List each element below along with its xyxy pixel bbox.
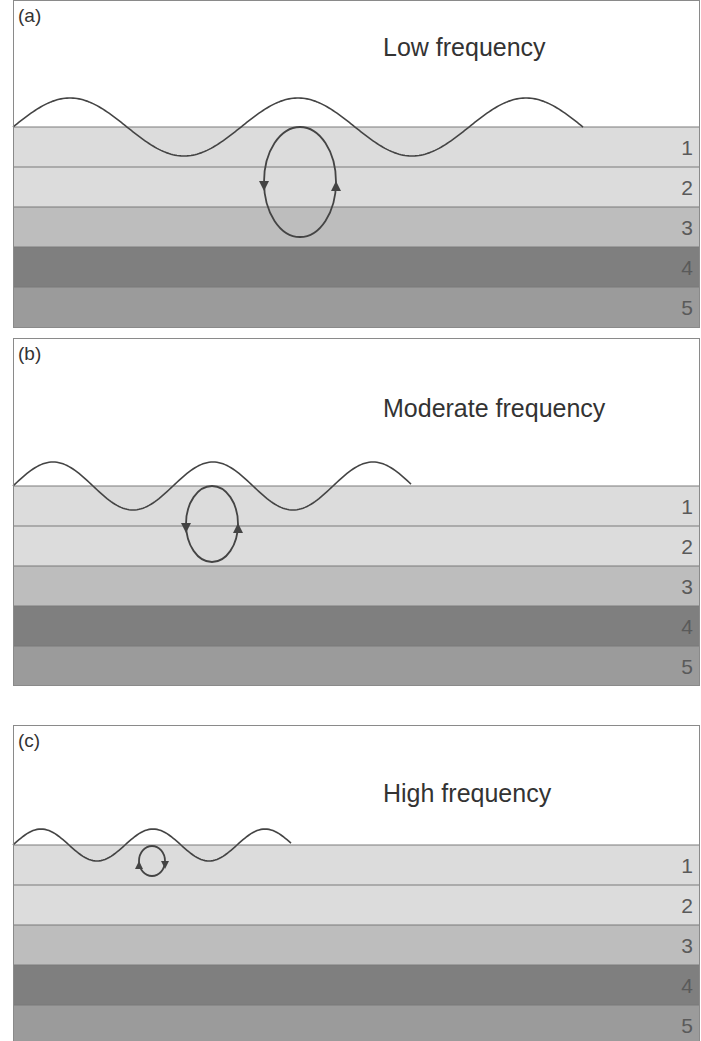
layer-fill — [13, 845, 700, 885]
soil-layer: 4 — [14, 247, 699, 287]
layer-fill — [13, 247, 700, 287]
soil-layer: 1 — [14, 486, 699, 526]
orbit-arrowhead — [331, 181, 341, 191]
layer-boundary — [13, 646, 700, 647]
soil-layer: 5 — [14, 646, 699, 686]
soil-layer: 4 — [14, 606, 699, 646]
panel-label: (a) — [18, 5, 41, 27]
layer-number: 3 — [681, 575, 693, 599]
layer-boundary — [13, 845, 700, 846]
layer-number: 3 — [681, 934, 693, 958]
layer-boundary — [13, 885, 700, 886]
layer-number: 4 — [681, 974, 693, 998]
layer-fill — [13, 965, 700, 1005]
soil-layer: 3 — [14, 925, 699, 965]
soil-layer: 2 — [14, 167, 699, 207]
panel-label: (b) — [18, 343, 41, 365]
layer-fill — [13, 526, 700, 566]
layer-boundary — [13, 1005, 700, 1006]
particle-orbit — [186, 486, 238, 562]
layer-number: 2 — [681, 176, 693, 200]
panel-art — [13, 829, 700, 1041]
layer-boundary — [13, 526, 700, 527]
orbit-arrowhead — [259, 181, 269, 191]
layer-number: 5 — [681, 296, 693, 320]
orbit-arrowhead — [233, 523, 243, 533]
panel-title: Moderate frequency — [383, 394, 605, 423]
layer-fill — [13, 167, 700, 207]
layer-number: 1 — [681, 854, 693, 878]
layer-fill — [13, 127, 700, 167]
layer-fill — [13, 925, 700, 965]
soil-layer: 3 — [14, 207, 699, 247]
layer-number: 1 — [681, 136, 693, 160]
soil-layer: 1 — [14, 845, 699, 885]
soil-layer: 2 — [14, 885, 699, 925]
panel-label: (c) — [18, 730, 40, 752]
layer-fill — [13, 486, 700, 526]
layer-fill — [13, 566, 700, 606]
layer-number: 1 — [681, 495, 693, 519]
layer-fill — [13, 1005, 700, 1041]
layer-number: 4 — [681, 256, 693, 280]
layer-boundary — [13, 247, 700, 248]
panel-title: Low frequency — [383, 33, 546, 62]
figure-panel: (a) Low frequency 1 2 3 4 5 — [13, 0, 700, 328]
soil-layer: 4 — [14, 965, 699, 1005]
layer-boundary — [13, 606, 700, 607]
particle-orbit — [264, 127, 336, 237]
soil-layer: 1 — [14, 127, 699, 167]
layer-number: 3 — [681, 216, 693, 240]
soil-layer: 3 — [14, 566, 699, 606]
layer-number: 4 — [681, 615, 693, 639]
panel-art — [13, 98, 700, 327]
layer-fill — [13, 606, 700, 646]
layer-boundary — [13, 207, 700, 208]
layer-number: 2 — [681, 535, 693, 559]
layer-number: 5 — [681, 655, 693, 679]
layer-boundary — [13, 287, 700, 288]
layer-boundary — [13, 566, 700, 567]
surface-wave — [13, 829, 291, 861]
layer-fill — [13, 885, 700, 925]
figure-panel: (b) Moderate frequency 1 2 3 4 5 — [13, 338, 700, 686]
panel-title: High frequency — [383, 779, 551, 808]
orbit-arrowhead — [135, 861, 143, 869]
layer-fill — [13, 646, 700, 686]
layer-boundary — [13, 965, 700, 966]
soil-layer: 2 — [14, 526, 699, 566]
layer-number: 5 — [681, 1014, 693, 1038]
layer-fill — [13, 207, 700, 247]
layer-fill — [13, 287, 700, 327]
orbit-arrowhead — [161, 861, 169, 869]
layer-number: 2 — [681, 894, 693, 918]
soil-layer: 5 — [14, 287, 699, 327]
figure-panel: (c) High frequency 1 2 3 4 5 — [13, 725, 700, 1041]
soil-layer: 5 — [14, 1005, 699, 1041]
panel-art — [13, 462, 700, 686]
layer-boundary — [13, 167, 700, 168]
layer-boundary — [13, 925, 700, 926]
layer-boundary — [13, 486, 700, 487]
orbit-arrowhead — [181, 523, 191, 533]
